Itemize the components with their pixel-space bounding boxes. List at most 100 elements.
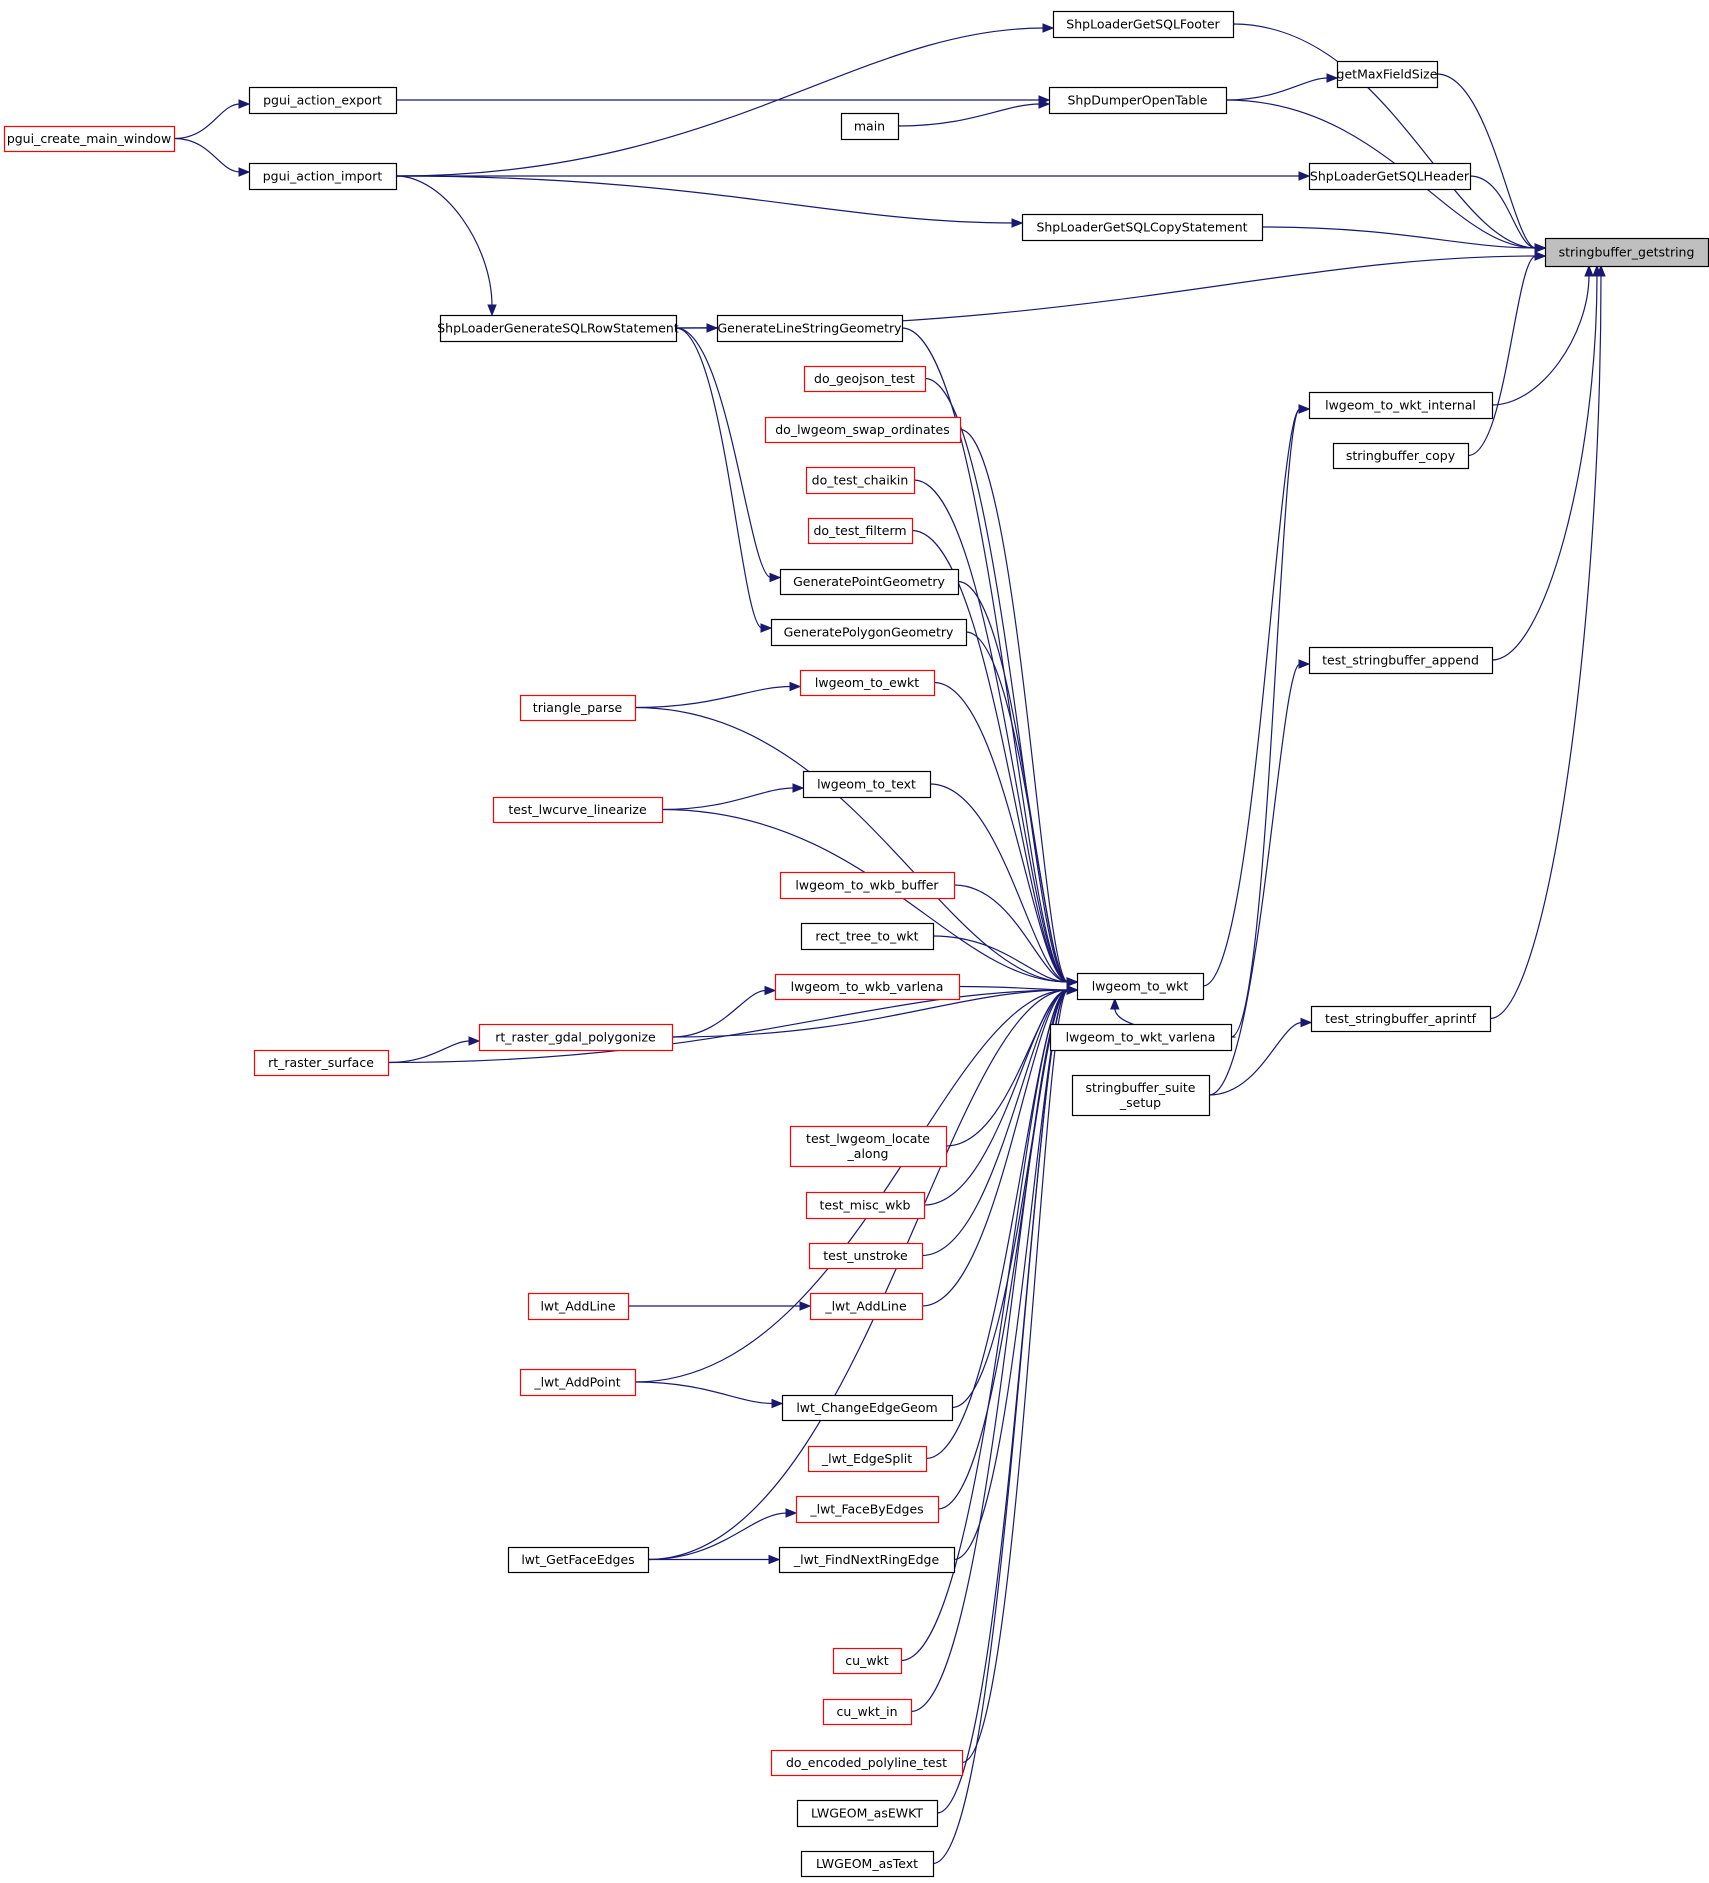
node-lwgeom-to-wkb-buffer[interactable]: lwgeom_to_wkb_buffer (779, 871, 956, 900)
node-box (1308, 162, 1472, 191)
node-stringbuffer-copy[interactable]: stringbuffer_copy (1332, 442, 1470, 470)
node-box (1336, 60, 1439, 89)
node-test-stringbuffer-aprintf[interactable]: test_stringbuffer_aprintf (1310, 1005, 1492, 1033)
node-lwt-add-point[interactable]: _lwt_AddPoint (519, 1368, 637, 1397)
node-box (840, 112, 900, 141)
node-lwt-edge-split[interactable]: _lwt_EdgeSplit (807, 1445, 928, 1473)
node-stringbuffer-suite-setup[interactable]: stringbuffer_suite_setup (1071, 1074, 1211, 1117)
node-lwgeom-as-ewkt[interactable]: LWGEOM_asEWKT (796, 1799, 939, 1828)
edge-pgui-create-main-window-to-pgui-action-import (173, 137, 241, 173)
arrowhead-icon (238, 167, 251, 177)
node-test-stringbuffer-append[interactable]: test_stringbuffer_append (1308, 646, 1494, 675)
node-box (803, 365, 927, 393)
node-cu-wkt-in[interactable]: cu_wkt_in (822, 1698, 913, 1726)
node-label: getMaxFieldSize (1337, 67, 1438, 82)
node-lwgeom-to-wkt[interactable]: lwgeom_to_wkt (1076, 972, 1205, 1001)
node-box (808, 1242, 924, 1270)
node-shp-loader-generate-sqlrow-statement[interactable]: ShpLoaderGenerateSQLRowStatement (437, 314, 679, 343)
node-box (248, 86, 398, 115)
node-box (1076, 972, 1205, 1001)
node-do-lwgeom-swap-ordinates[interactable]: do_lwgeom_swap_ordinates (764, 416, 962, 444)
node-box (3, 125, 176, 153)
node-do-encoded-polyline-test[interactable]: do_encoded_polyline_test (770, 1749, 964, 1777)
node-generate-line-string-geometry[interactable]: GenerateLineStringGeometry (716, 314, 904, 343)
node-do-geojson-test[interactable]: do_geojson_test (803, 365, 927, 393)
node-label: do_test_filterm (813, 523, 906, 538)
node-rt-raster-surface[interactable]: rt_raster_surface (253, 1049, 390, 1077)
node-rect-tree-to-wkt[interactable]: rect_tree_to_wkt (800, 922, 935, 951)
node-label: lwgeom_to_wkb_buffer (795, 878, 939, 893)
arrowhead-icon (764, 985, 777, 996)
node-stringbuffer-getstring[interactable]: stringbuffer_getstring (1544, 237, 1709, 268)
node-label: rt_raster_surface (268, 1055, 374, 1070)
node-get-max-field-size[interactable]: getMaxFieldSize (1336, 60, 1439, 89)
node-pgui-action-import[interactable]: pgui_action_import (248, 162, 398, 191)
node-test-lwcurve-linearize[interactable]: test_lwcurve_linearize (492, 796, 664, 824)
node-label: cu_wkt (845, 1653, 889, 1668)
node-box (800, 1850, 935, 1878)
edge-get-max-field-size-to-stringbuffer-getstring (1436, 73, 1537, 249)
node-shp-dumper-open-table[interactable]: ShpDumperOpenTable (1048, 86, 1228, 115)
node-box (809, 1292, 924, 1321)
node-label: _lwt_EdgeSplit (821, 1451, 912, 1466)
node-triangle-parse[interactable]: triangle_parse (519, 694, 637, 722)
edge-lwgeom-to-text-to-lwgeom-to-wkt (929, 783, 1069, 983)
node-box (764, 416, 962, 444)
node-lwgeom-as-text[interactable]: LWGEOM_asText (800, 1850, 935, 1878)
node-label: lwgeom_to_text (817, 777, 916, 792)
node-label: lwt_GetFaceEdges (521, 1552, 634, 1567)
node-label: rt_raster_gdal_polygonize (495, 1030, 656, 1045)
node-box (716, 314, 904, 343)
edge-rect-tree-to-wkt-to-lwgeom-to-wkt (932, 935, 1069, 983)
node-shp-loader-get-sqlheader[interactable]: ShpLoaderGetSQLHeader (1308, 162, 1472, 191)
node-box (248, 162, 398, 191)
node-generate-polygon-geometry[interactable]: GeneratePolygonGeometry (770, 618, 968, 647)
node-label: do_geojson_test (814, 371, 915, 386)
node-label: _along (847, 1146, 889, 1161)
node-box (1308, 391, 1494, 420)
node-rt-raster-gdal-polygonize[interactable]: rt_raster_gdal_polygonize (478, 1023, 674, 1052)
node-lwt-add-line[interactable]: _lwt_AddLine (809, 1292, 924, 1321)
edge-rt-raster-gdal-polygonize-to-lwgeom-to-wkt (671, 989, 1069, 1038)
node-do-test-filterm[interactable]: do_test_filterm (807, 517, 914, 545)
node-pgui-create-main-window[interactable]: pgui_create_main_window (3, 125, 176, 153)
arrowhead-icon (1298, 404, 1311, 414)
node-label: stringbuffer_copy (1346, 448, 1456, 463)
edge-generate-polygon-geometry-to-lwgeom-to-wkt (965, 631, 1069, 983)
node-test-misc-wkb[interactable]: test_misc_wkb (805, 1191, 926, 1220)
arrowhead-icon (1042, 23, 1055, 33)
node-box (795, 1495, 940, 1524)
edge-shp-dumper-open-table-to-get-max-field-size (1225, 77, 1329, 101)
arrowhead-icon (1298, 171, 1311, 181)
node-lwgeom-to-wkt-internal[interactable]: lwgeom_to_wkt_internal (1308, 391, 1494, 420)
node-generate-point-geometry[interactable]: GeneratePointGeometry (779, 568, 960, 596)
node-lwt-change-edge-geom[interactable]: lwt_ChangeEdgeGeom (781, 1394, 954, 1422)
node-test-unstroke[interactable]: test_unstroke (808, 1242, 924, 1270)
node-label: pgui_create_main_window (7, 131, 171, 146)
node-box (1544, 237, 1709, 268)
node-do-test-chaikin[interactable]: do_test_chaikin (805, 466, 916, 495)
edge-lwgeom-to-wkt-varlena-to-lwgeom-to-wkt-internal (1230, 408, 1301, 1038)
node-test-lwgeom-locate-along[interactable]: test_lwgeom_locate_along (789, 1125, 948, 1168)
node-lwt-get-face-edges[interactable]: lwt_GetFaceEdges (507, 1546, 650, 1574)
node-label: stringbuffer_suite (1086, 1080, 1196, 1095)
node-lwt-find-next-ring-edge[interactable]: _lwt_FindNextRingEdge (778, 1546, 956, 1574)
node-shp-loader-get-sqlcopy-statement[interactable]: ShpLoaderGetSQLCopyStatement (1021, 213, 1264, 242)
node-lwt-face-by-edges[interactable]: _lwt_FaceByEdges (795, 1495, 940, 1524)
node-cu-wkt[interactable]: cu_wkt (832, 1647, 903, 1675)
node-main[interactable]: main (840, 112, 900, 141)
node-label: ShpLoaderGetSQLHeader (1310, 169, 1470, 184)
node-lwgeom-to-wkt-varlena[interactable]: lwgeom_to_wkt_varlena (1049, 1023, 1233, 1052)
node-pgui-action-export[interactable]: pgui_action_export (248, 86, 398, 115)
node-lwgeom-to-ewkt[interactable]: lwgeom_to_ewkt (799, 669, 936, 697)
edge-lwt-get-face-edges-to-lwgeom-to-wkt (647, 989, 1069, 1561)
node-shp-loader-get-sqlfooter[interactable]: ShpLoaderGetSQLFooter (1052, 10, 1235, 39)
node-label: LWGEOM_asText (816, 1856, 918, 1871)
node-lwt-add-line[interactable]: lwt_AddLine (527, 1292, 630, 1321)
node-lwgeom-to-text[interactable]: lwgeom_to_text (802, 770, 932, 799)
node-label: cu_wkt_in (836, 1704, 897, 1719)
edge-pgui-create-main-window-to-pgui-action-export (173, 103, 241, 140)
node-lwgeom-to-wkb-varlena[interactable]: lwgeom_to_wkb_varlena (774, 973, 961, 1001)
node-label: _lwt_AddPoint (533, 1375, 620, 1390)
